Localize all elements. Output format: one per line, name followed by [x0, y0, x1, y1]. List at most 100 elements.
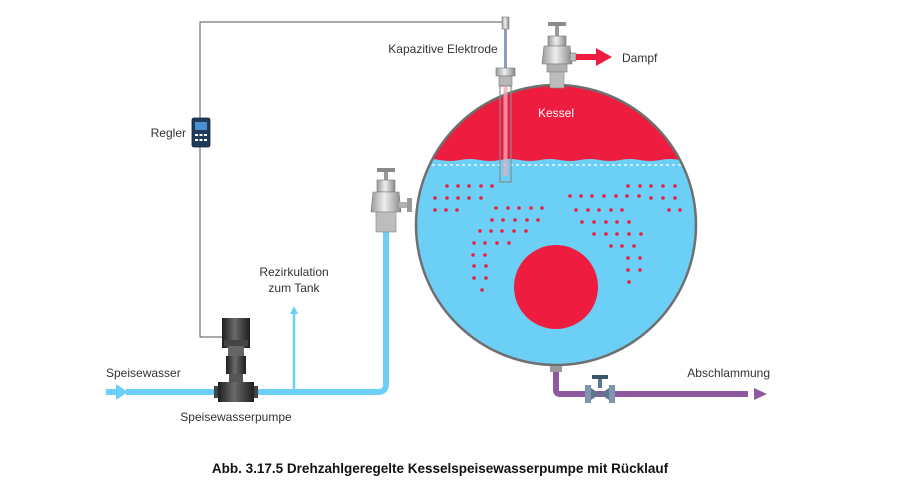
steam-bubble	[592, 232, 596, 236]
steam-bubble	[574, 208, 578, 212]
steam-bubble	[484, 264, 488, 268]
steam-bubble	[586, 208, 590, 212]
steam-bubble	[639, 232, 643, 236]
feedwater-pump-icon	[214, 318, 258, 402]
steam-bubble	[673, 184, 677, 188]
steam-bubble	[620, 244, 624, 248]
steam-bubble	[444, 208, 448, 212]
blowdown-line	[550, 366, 767, 400]
steam-bubble	[524, 229, 528, 233]
controller-label: Regler	[151, 126, 186, 140]
feed-valve-icon	[370, 168, 412, 233]
steam-bubble	[627, 220, 631, 224]
steam-bubble	[540, 206, 544, 210]
steam-bubble	[625, 194, 629, 198]
steam-bubble	[467, 184, 471, 188]
steam-bubble	[484, 276, 488, 280]
steam-bubble	[590, 194, 594, 198]
steam-bubble	[467, 196, 471, 200]
steam-bubble	[661, 196, 665, 200]
steam-bubble	[620, 208, 624, 212]
blowdown-label: Abschlammung	[687, 366, 770, 380]
steam-bubble	[490, 184, 494, 188]
steam-bubble	[456, 184, 460, 188]
steam-bubble	[513, 218, 517, 222]
steam-bubble	[472, 276, 476, 280]
steam-bubble	[536, 218, 540, 222]
steam-bubble	[500, 229, 504, 233]
steam-bubble	[638, 256, 642, 260]
steam-bubble	[626, 256, 630, 260]
figure-caption: Abb. 3.17.5 Drehzahlgeregelte Kesselspei…	[212, 461, 669, 476]
steam-bubble	[661, 184, 665, 188]
steam-bubble	[490, 218, 494, 222]
steam-bubble	[604, 232, 608, 236]
steam-bubble	[517, 206, 521, 210]
steam-bubble	[506, 206, 510, 210]
steam-bubble	[472, 264, 476, 268]
steam-bubble	[489, 229, 493, 233]
inlet-arrow-icon	[106, 384, 128, 400]
capacitive-electrode	[495, 16, 516, 183]
steam-bubble	[507, 241, 511, 245]
feedwater-line	[126, 232, 389, 395]
steam-bubble	[615, 220, 619, 224]
steam-label: Dampf	[622, 51, 658, 65]
steam-bubble	[455, 208, 459, 212]
blowdown-valve-icon	[585, 375, 615, 403]
steam-bubble	[626, 268, 630, 272]
steam-bubble	[479, 196, 483, 200]
steam-bubble	[480, 288, 484, 292]
steam-bubble	[512, 229, 516, 233]
steam-bubble	[445, 196, 449, 200]
steam-bubble	[627, 232, 631, 236]
steam-bubble	[568, 194, 572, 198]
steam-bubble	[609, 244, 613, 248]
steam-bubble	[525, 218, 529, 222]
steam-arrow-icon	[576, 48, 612, 66]
electrode-label: Kapazitive Elektrode	[388, 42, 498, 56]
steam-bubble	[627, 280, 631, 284]
recirculation-branch	[290, 306, 298, 392]
feedwater-label: Speisewasser	[106, 366, 181, 380]
steam-bubble	[483, 253, 487, 257]
steam-bubble	[456, 196, 460, 200]
steam-bubble	[632, 244, 636, 248]
steam-bubble	[615, 232, 619, 236]
steam-bubble	[597, 208, 601, 212]
steam-bubble	[529, 206, 533, 210]
boiler-label: Kessel	[538, 106, 574, 120]
steam-bubble	[638, 268, 642, 272]
steam-bubble	[626, 184, 630, 188]
recirculation-label-line2: zum Tank	[268, 281, 320, 295]
steam-bubble	[678, 208, 682, 212]
steam-bubble	[479, 184, 483, 188]
steam-bubble	[483, 241, 487, 245]
steam-bubbles	[433, 184, 682, 292]
steam-bubble	[579, 194, 583, 198]
steam-bubble	[495, 241, 499, 245]
steam-bubble	[667, 208, 671, 212]
steam-bubble	[494, 206, 498, 210]
steam-bubble	[445, 184, 449, 188]
controller-icon	[191, 117, 211, 148]
steam-bubble	[637, 194, 641, 198]
steam-bubble	[609, 208, 613, 212]
steam-bubble	[592, 220, 596, 224]
steam-bubble	[580, 220, 584, 224]
steam-bubble	[501, 218, 505, 222]
steam-bubble	[614, 194, 618, 198]
steam-bubble	[602, 194, 606, 198]
steam-bubble	[433, 196, 437, 200]
pump-label: Speisewasserpumpe	[180, 410, 292, 424]
steam-bubble	[471, 253, 475, 257]
steam-bubble	[604, 220, 608, 224]
steam-bubble	[472, 241, 476, 245]
steam-valve-icon	[541, 22, 577, 89]
steam-bubble	[673, 196, 677, 200]
burner-flue	[514, 245, 598, 329]
recirculation-label-line1: Rezirkulation	[259, 265, 328, 279]
signal-line	[199, 21, 505, 338]
steam-bubble	[638, 184, 642, 188]
